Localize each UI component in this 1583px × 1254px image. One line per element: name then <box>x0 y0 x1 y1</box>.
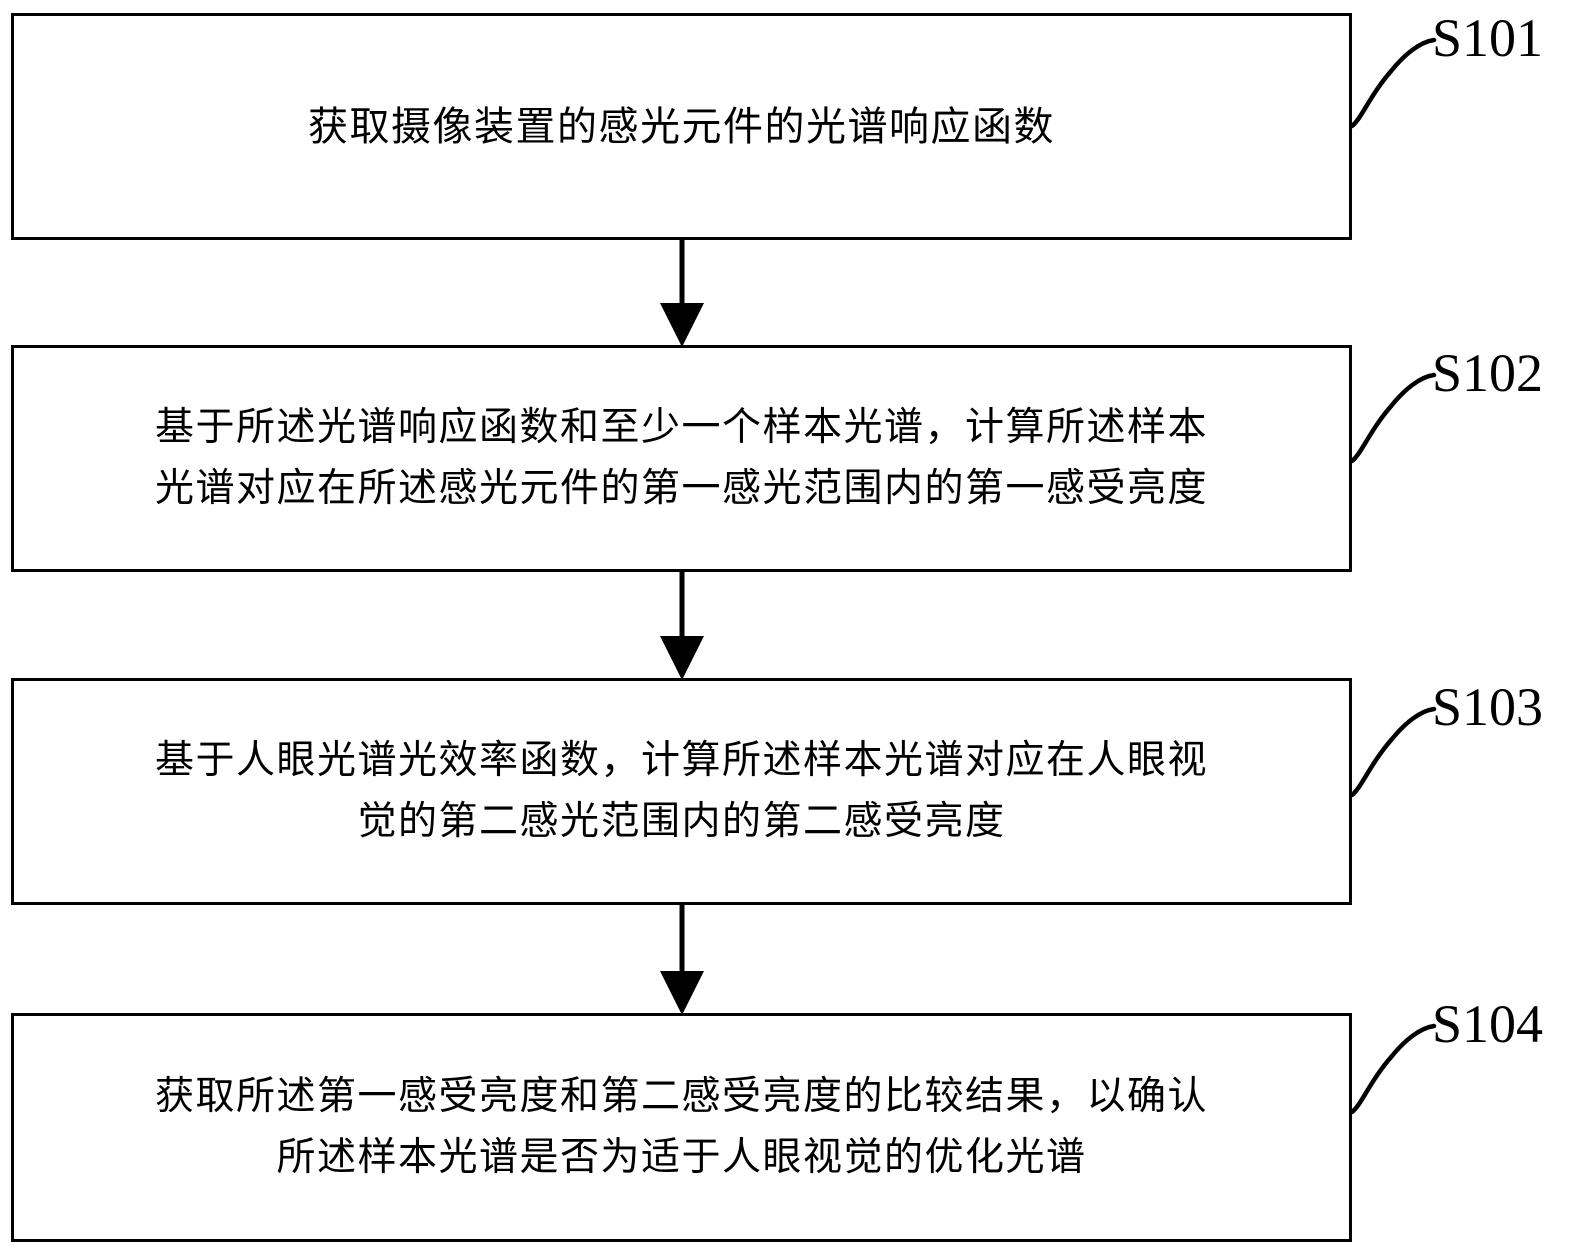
arrow-s101-to-s102 <box>660 240 704 347</box>
flow-box-s101: 获取摄像装置的感光元件的光谱响应函数 <box>11 13 1352 240</box>
arrow-s102-to-s103 <box>660 572 704 680</box>
flow-box-s103-line-1: 基于人眼光谱光效率函数，计算所述样本光谱对应在人眼视 <box>154 739 1208 783</box>
flow-box-s102: 基于所述光谱响应函数和至少一个样本光谱，计算所述样本 光谱对应在所述感光元件的第… <box>11 345 1352 572</box>
step-label-s101: S101 <box>1432 8 1544 68</box>
leader-line-s102 <box>1349 372 1437 464</box>
flow-box-s102-line-2: 光谱对应在所述感光元件的第一感光范围内的第一感受亮度 <box>154 466 1208 510</box>
leader-line-s104 <box>1349 1023 1437 1115</box>
step-label-s103: S103 <box>1432 677 1544 737</box>
flow-box-s103-line-2: 觉的第二感光范围内的第二感受亮度 <box>357 799 1006 843</box>
flow-box-s101-text: 获取摄像装置的感光元件的光谱响应函数 <box>308 103 1055 149</box>
leader-line-s103 <box>1349 706 1437 798</box>
flow-box-s102-line-1: 基于所述光谱响应函数和至少一个样本光谱，计算所述样本 <box>154 406 1208 450</box>
arrow-s103-to-s104 <box>660 905 704 1015</box>
leader-line-s101 <box>1349 37 1437 129</box>
step-label-s104: S104 <box>1432 994 1544 1054</box>
step-label-s102: S102 <box>1432 343 1544 403</box>
flow-box-s104-line-1: 获取所述第一感受亮度和第二感受亮度的比较结果，以确认 <box>154 1075 1208 1119</box>
flow-box-s104-line-2: 所述样本光谱是否为适于人眼视觉的优化光谱 <box>276 1135 1087 1179</box>
flow-box-s104: 获取所述第一感受亮度和第二感受亮度的比较结果，以确认 所述样本光谱是否为适于人眼… <box>11 1013 1352 1242</box>
flow-box-s103: 基于人眼光谱光效率函数，计算所述样本光谱对应在人眼视 觉的第二感光范围内的第二感… <box>11 678 1352 905</box>
